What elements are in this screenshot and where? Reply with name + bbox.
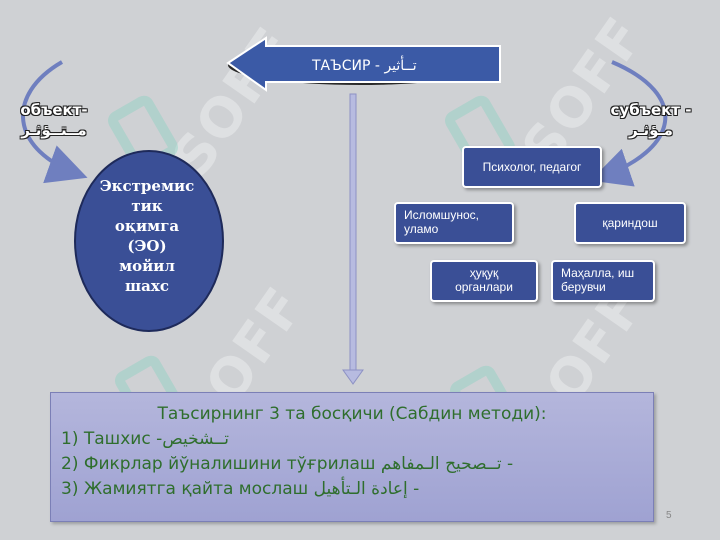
- object-target-text: Экстремис тик оқимга (ЭО) мойил шахс: [92, 176, 202, 296]
- object-label-line2: مــتــؤثـر: [21, 121, 87, 139]
- title-arrow: [226, 36, 501, 92]
- down-arrow-head: [342, 369, 364, 385]
- subject-label: субъект - مـؤثـر: [606, 100, 696, 140]
- subject-box-psychologist: Психолог, педагог: [462, 146, 602, 188]
- step-item-2: 2) Фикрлар йўналишини тўғрилаш تــصحيح ا…: [61, 454, 514, 474]
- subject-box-law-enforcement: ҳуқуқ органлари: [430, 260, 538, 302]
- steps-box: Таъсирнинг 3 та босқичи (Сабдин методи):…: [50, 392, 654, 522]
- title-label: ТАЪСИР - تــأثير: [312, 58, 417, 74]
- down-arrow-shaft: [349, 93, 357, 373]
- steps-title: Таъсирнинг 3 та босқичи (Сабдин методи):: [157, 404, 547, 424]
- object-target-line: Экстремис: [99, 177, 195, 195]
- subject-curved-arrow: [590, 60, 668, 187]
- subject-box-islamic-scholar: Исломшунос, уламо: [394, 202, 514, 244]
- subject-box-relative: қариндош: [574, 202, 686, 244]
- object-target-line: шахс: [125, 277, 169, 295]
- object-target-line: (ЭО): [127, 237, 167, 255]
- object-ellipse: [74, 150, 224, 332]
- object-target-line: мойил: [119, 257, 175, 275]
- subject-box-label: қариндош: [602, 216, 658, 230]
- subject-box-label: Исломшунос, уламо: [404, 208, 479, 236]
- object-curved-arrow: [21, 60, 88, 184]
- subject-box-mahalla: Маҳалла, иш берувчи: [551, 260, 655, 302]
- step-item-3: 3) Жамиятга қайта мослаш إعادة الـتأهيل …: [61, 479, 420, 499]
- page-number: 5: [666, 510, 672, 521]
- subject-label-line1: субъект -: [610, 101, 692, 119]
- subject-label-line2: مـؤثـر: [629, 121, 673, 139]
- object-label: объект- مــتــؤثـر: [14, 100, 94, 140]
- subject-box-label: Маҳалла, иш берувчи: [561, 266, 635, 294]
- subject-box-label: ҳуқуқ органлари: [455, 266, 513, 294]
- step-item-1: 1) Ташхис -تــشخيص: [61, 429, 229, 449]
- object-label-line1: объект-: [20, 101, 88, 119]
- subject-box-label: Психолог, педагог: [482, 160, 582, 174]
- object-target-line: тик: [131, 197, 163, 215]
- object-target-line: оқимга: [114, 217, 180, 235]
